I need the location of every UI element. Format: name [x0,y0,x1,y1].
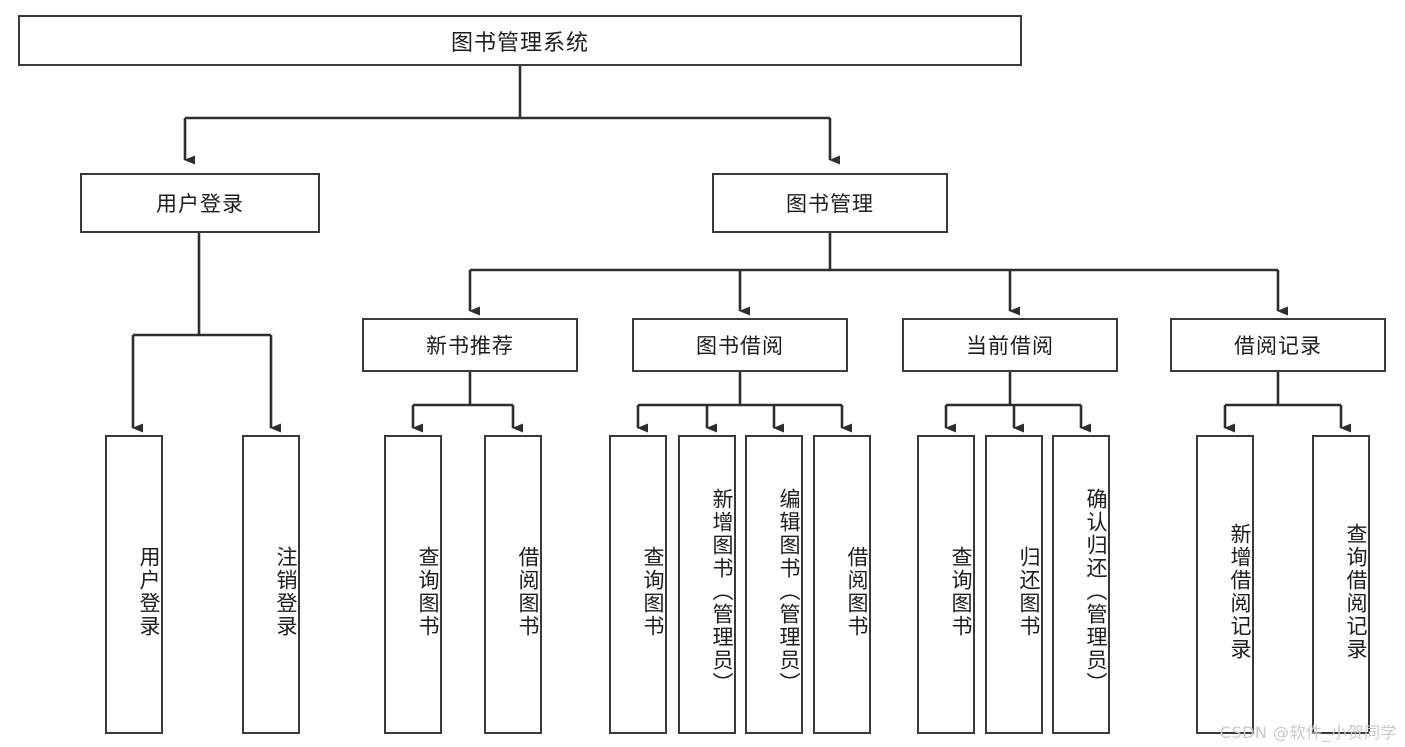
leaf-borrow-book-recommend[interactable]: 借阅图书 [484,435,542,734]
leaf-user-logout[interactable]: 注销登录 [242,435,300,734]
node-root-system[interactable]: 图书管理系统 [18,15,1022,66]
leaf-add-borrow-record[interactable]: 新增借阅记录 [1196,435,1254,734]
leaf-query-borrow-record[interactable]: 查询借阅记录 [1312,435,1370,734]
node-new-book-recommend[interactable]: 新书推荐 [362,318,578,372]
leaf-confirm-return-admin[interactable]: 确认归还（管理员） [1052,435,1110,734]
leaf-query-book-current[interactable]: 查询图书 [917,435,975,734]
leaf-query-book-recommend[interactable]: 查询图书 [384,435,442,734]
node-borrow-record[interactable]: 借阅记录 [1170,318,1386,372]
node-book-borrow[interactable]: 图书借阅 [632,318,848,372]
leaf-query-book-borrow[interactable]: 查询图书 [609,435,667,734]
node-book-management[interactable]: 图书管理 [712,173,948,233]
leaf-borrow-book[interactable]: 借阅图书 [813,435,871,734]
watermark: CSDN @软件_小贺同学 [1219,723,1397,742]
leaf-return-book[interactable]: 归还图书 [985,435,1043,734]
leaf-edit-book-admin[interactable]: 编辑图书（管理员） [745,435,803,734]
leaf-user-login[interactable]: 用户登录 [105,435,163,734]
node-user-login[interactable]: 用户登录 [80,173,320,233]
node-current-borrow[interactable]: 当前借阅 [902,318,1118,372]
leaf-add-book-admin[interactable]: 新增图书（管理员） [678,435,736,734]
